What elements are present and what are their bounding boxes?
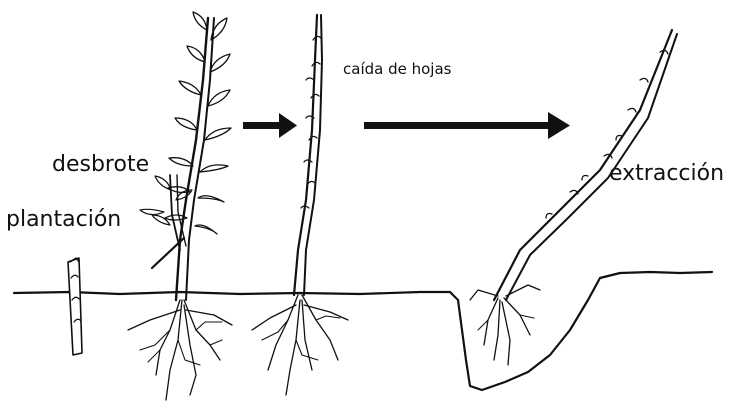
arrow-2 [364, 112, 570, 139]
arrow-1 [243, 113, 297, 138]
label-extraccion: extracción [609, 161, 724, 186]
plant-stage-caida [252, 15, 348, 395]
label-desbrote: desbrote [52, 152, 149, 177]
plant-stage-desbrote [128, 12, 232, 400]
ground-line [14, 272, 712, 390]
plant-stage-extraccion [470, 30, 677, 365]
label-plantacion: plantación [6, 207, 121, 232]
label-caida-de-hojas: caída de hojas [343, 60, 451, 78]
cutting-stage-plantacion [68, 258, 82, 355]
